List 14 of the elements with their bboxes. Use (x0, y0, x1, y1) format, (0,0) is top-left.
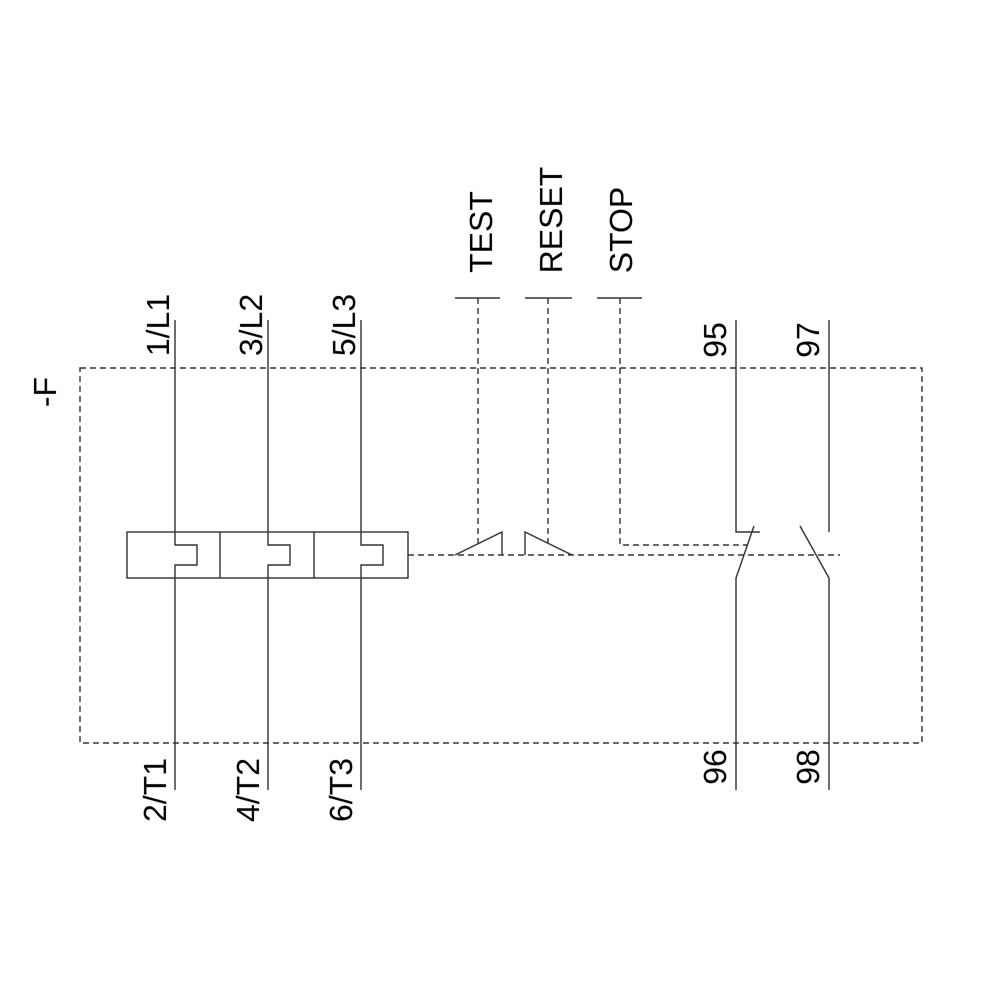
terminal-label: 1/L1 (142, 294, 174, 356)
terminal-label: 95 (699, 322, 731, 358)
button-label: STOP (605, 186, 637, 274)
terminal-label: 98 (792, 749, 824, 785)
terminal-label: 6/T3 (325, 758, 357, 822)
terminal-label: 4/T2 (232, 758, 264, 822)
terminal-label: 5/L3 (328, 294, 360, 356)
terminal-label: 3/L2 (235, 294, 267, 356)
button-label: RESET (535, 166, 567, 274)
terminal-label: 2/T1 (139, 758, 171, 822)
button-label: TEST (465, 191, 497, 273)
terminal-label: 96 (699, 749, 731, 785)
device-tag: -F (29, 376, 61, 408)
terminal-label: 97 (792, 322, 824, 358)
